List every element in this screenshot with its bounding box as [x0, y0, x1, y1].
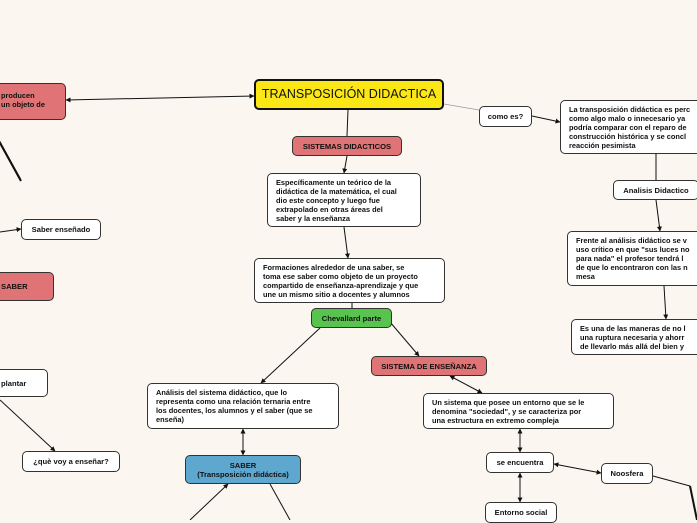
link-frente-esuna — [663, 285, 669, 320]
link-ensenanza-entorno — [449, 375, 483, 394]
link-plantar-quevoy — [0, 399, 56, 452]
node-que-voy-a-ensenar[interactable]: ¿què voy a enseñar? — [22, 451, 120, 472]
node-formaciones[interactable]: Formaciones alrededor de una saber, se t… — [254, 258, 445, 303]
link-saber-down-left — [189, 483, 229, 520]
node-analisis-sistema-didactico[interactable]: Análisis del sistema didáctico, que lo r… — [147, 383, 339, 429]
node-saber-ensenado[interactable]: Saber enseñado — [21, 219, 101, 240]
node-transposicion-percibida[interactable]: La transposición didáctica es perc como … — [560, 100, 697, 154]
link-analisis-frente — [655, 199, 662, 232]
link-chevallard-analisis — [260, 327, 321, 384]
node-saber-transposicion-didactica[interactable]: SABER (Transposición didáctica) — [185, 455, 301, 484]
node-saber-left[interactable]: SABER — [0, 272, 54, 301]
node-es-una-de-las-maneras[interactable]: Es una de las maneras de no l una ruptur… — [571, 319, 697, 355]
node-sistema-entorno-sociedad[interactable]: Un sistema que posee un entorno que se l… — [423, 393, 614, 429]
link-noosfera-right — [652, 475, 691, 487]
link-especificamente-formaciones — [343, 226, 350, 259]
link-chevallard-sistemaensenanza — [389, 321, 420, 357]
link-comoes-transposicion — [531, 115, 561, 124]
node-noosfera[interactable]: Noosfera — [601, 463, 653, 484]
link-producen-thick-b — [0, 140, 22, 182]
node-frente-al-analisis[interactable]: Frente al análisis didáctico se v uso cr… — [567, 231, 697, 286]
link-root-comoes — [443, 103, 480, 111]
link-sistemas-especificamente — [342, 155, 348, 174]
node-plantar[interactable]: plantar — [0, 369, 48, 397]
node-analisis-didactico[interactable]: Analisis Didactico — [613, 180, 697, 200]
node-producen[interactable]: producen un objeto de — [0, 83, 66, 120]
node-especificamente[interactable]: Específicamente un teórico de la didácti… — [267, 173, 421, 227]
link-noosfera-right-edge — [689, 485, 697, 520]
link-root-sistemas — [346, 109, 349, 137]
node-chevallard-parte[interactable]: Chevallard parte — [311, 308, 392, 328]
node-sistemas-didacticos[interactable]: SISTEMAS DIDACTICOS — [292, 136, 402, 156]
root-node-transposicion-didactica[interactable]: TRANSPOSICIÓN DIDACTICA — [254, 79, 444, 110]
node-como-es[interactable]: como es? — [479, 106, 532, 127]
node-sistema-de-ensenanza[interactable]: SISTEMA DE ENSEÑANZA — [371, 356, 487, 376]
link-saber-down-right — [269, 483, 291, 520]
node-se-encuentra[interactable]: se encuentra — [486, 452, 554, 473]
link-root-producen — [65, 93, 255, 103]
link-saber-ensenado-in — [0, 227, 22, 233]
link-seencuentra-noosfera — [553, 462, 602, 475]
